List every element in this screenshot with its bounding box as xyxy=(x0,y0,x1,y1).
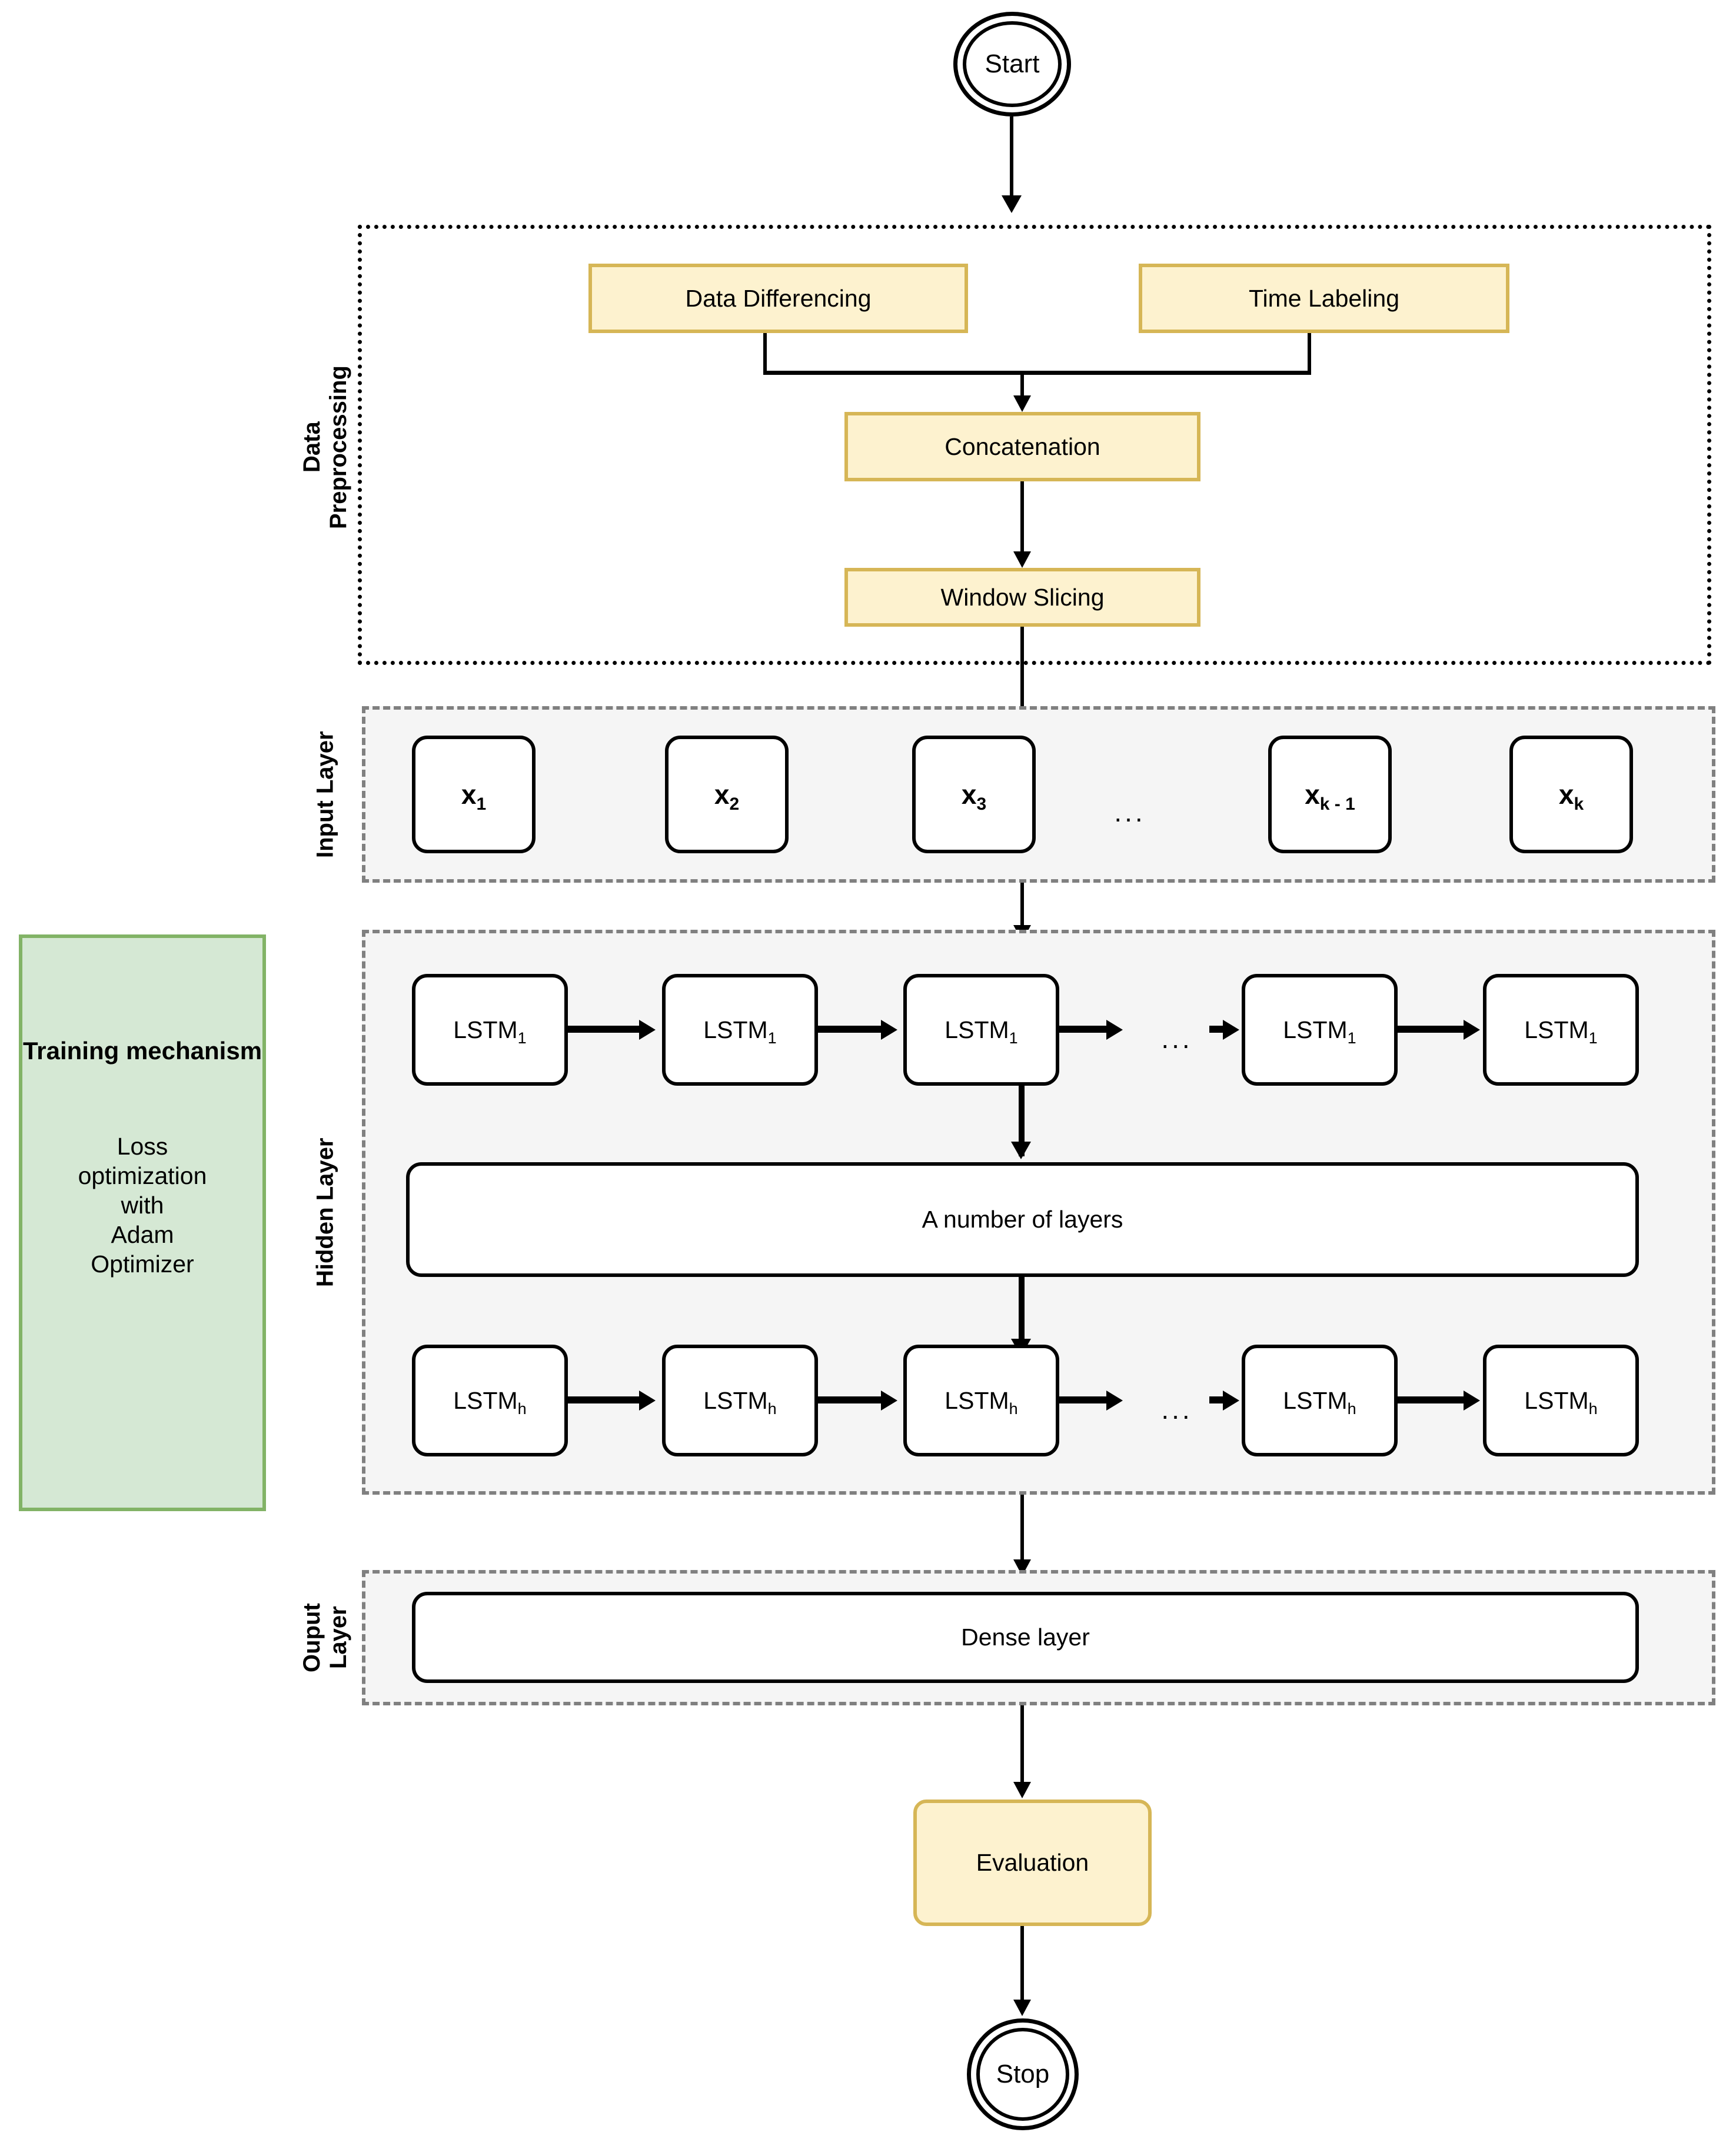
connector-ellipsis-to-lstm1-4 xyxy=(1209,1026,1226,1033)
lstm1-node-4-label: LSTM1 xyxy=(1283,1016,1356,1047)
arrowhead-output-to-evaluation xyxy=(1013,1782,1031,1798)
start-terminator: Start xyxy=(953,12,1071,117)
input-node-xk-label: xk xyxy=(1558,779,1584,814)
connector-input-to-hidden xyxy=(1020,883,1024,942)
stop-terminator: Stop xyxy=(967,2018,1079,2130)
section-label-hidden-layer: Hidden Layer xyxy=(312,1137,338,1287)
lstmh-node-5[interactable]: LSTMh xyxy=(1483,1345,1639,1456)
connector-lstmh-3-to-ellipsis xyxy=(1059,1396,1109,1403)
connector-lstm1-1-to-2 xyxy=(568,1026,641,1033)
connector-ellipsis-to-lstmh-4 xyxy=(1209,1396,1226,1403)
lstm1-node-2-label: LSTM1 xyxy=(703,1016,777,1047)
connector-start-to-preprocessing xyxy=(1010,117,1013,199)
lstmh-node-2[interactable]: LSTMh xyxy=(662,1345,818,1456)
lstmh-node-3[interactable]: LSTMh xyxy=(903,1345,1059,1456)
lstmh-node-1[interactable]: LSTMh xyxy=(412,1345,568,1456)
training-mechanism-body: Loss optimization with Adam Optimizer xyxy=(78,1133,207,1278)
arrowhead-evaluation-to-stop xyxy=(1013,2000,1031,2016)
section-label-output-layer: Ouput Layer xyxy=(299,1603,351,1672)
arrowhead-merge-to-concatenation xyxy=(1013,395,1031,412)
input-node-x1-label: x1 xyxy=(461,779,487,814)
lstmh-node-2-label: LSTMh xyxy=(703,1386,777,1418)
input-node-x2[interactable]: x2 xyxy=(665,736,789,853)
lstm1-node-4[interactable]: LSTM1 xyxy=(1242,974,1398,1086)
hidden-last-row-ellipsis: ... xyxy=(1161,1394,1193,1425)
connector-concatenation-to-window-slicing xyxy=(1020,481,1024,555)
connector-lstm1-2-to-3 xyxy=(818,1026,884,1033)
process-window-slicing[interactable]: Window Slicing xyxy=(844,568,1200,627)
connector-labeling-down xyxy=(1308,333,1311,374)
connector-layers-to-lstmh-row xyxy=(1019,1277,1025,1353)
connector-lstmh-4-to-5 xyxy=(1398,1396,1466,1403)
section-preprocessing xyxy=(358,225,1711,665)
lstm1-node-1-label: LSTM1 xyxy=(453,1016,527,1047)
arrow-lstm1-1-to-2 xyxy=(639,1020,656,1040)
input-node-x3[interactable]: x3 xyxy=(912,736,1036,853)
input-node-x1[interactable]: x1 xyxy=(412,736,536,853)
lstm1-node-2[interactable]: LSTM1 xyxy=(662,974,818,1086)
connector-lstm1-3-to-ellipsis xyxy=(1059,1026,1109,1033)
input-node-xk-minus-1[interactable]: xk - 1 xyxy=(1268,736,1392,853)
lstm1-node-5-label: LSTM1 xyxy=(1524,1016,1598,1047)
input-node-x3-label: x3 xyxy=(961,779,987,814)
arrow-lstmh-1-to-2 xyxy=(639,1391,656,1411)
process-time-labeling[interactable]: Time Labeling xyxy=(1139,264,1509,333)
input-node-xk-minus-1-label: xk - 1 xyxy=(1305,779,1355,814)
arrowhead-concatenation-to-window-slicing xyxy=(1013,551,1031,568)
connector-output-to-evaluation xyxy=(1020,1705,1024,1785)
input-node-x2-label: x2 xyxy=(714,779,740,814)
connector-evaluation-to-stop xyxy=(1020,1926,1024,2011)
start-inner-ring: Start xyxy=(963,21,1062,107)
arrowhead-start-to-preprocessing xyxy=(1002,195,1022,213)
input-node-xk[interactable]: xk xyxy=(1509,736,1633,853)
arrowhead-lstm1-row-to-layers xyxy=(1011,1142,1031,1159)
section-label-preprocessing: Data Preprocessing xyxy=(299,365,351,529)
lstm1-node-1[interactable]: LSTM1 xyxy=(412,974,568,1086)
lstmh-node-4-label: LSTMh xyxy=(1283,1386,1356,1418)
output-dense-layer[interactable]: Dense layer xyxy=(412,1592,1639,1683)
connector-lstm1-row-to-layers xyxy=(1019,1086,1025,1156)
process-evaluation[interactable]: Evaluation xyxy=(913,1800,1152,1926)
connector-lstmh-1-to-2 xyxy=(568,1396,641,1403)
lstm1-node-3-label: LSTM1 xyxy=(945,1016,1018,1047)
connector-lstm1-4-to-5 xyxy=(1398,1026,1466,1033)
stop-label: Stop xyxy=(996,2060,1050,2088)
input-layer-ellipsis: ... xyxy=(1114,797,1146,827)
training-mechanism-box: Training mechanism Loss optimization wit… xyxy=(19,934,266,1511)
section-label-input-layer: Input Layer xyxy=(312,731,338,858)
connector-lstmh-2-to-3 xyxy=(818,1396,884,1403)
process-data-differencing[interactable]: Data Differencing xyxy=(588,264,968,333)
lstmh-node-1-label: LSTMh xyxy=(453,1386,527,1418)
lstmh-node-5-label: LSTMh xyxy=(1524,1386,1598,1418)
connector-merge-horizontal xyxy=(763,371,1311,375)
section-input-layer xyxy=(362,706,1715,883)
lstmh-node-3-label: LSTMh xyxy=(945,1386,1018,1418)
training-mechanism-title: Training mechanism xyxy=(22,1037,262,1065)
connector-differencing-down xyxy=(763,333,767,374)
connector-hidden-to-output xyxy=(1020,1495,1024,1565)
middle-box-a-number-of-layers[interactable]: A number of layers xyxy=(406,1162,1639,1277)
start-label: Start xyxy=(985,49,1040,78)
connector-window-slicing-to-input xyxy=(1020,627,1024,733)
lstm1-node-3[interactable]: LSTM1 xyxy=(903,974,1059,1086)
lstmh-node-4[interactable]: LSTMh xyxy=(1242,1345,1398,1456)
lstm1-node-5[interactable]: LSTM1 xyxy=(1483,974,1639,1086)
hidden-first-row-ellipsis: ... xyxy=(1161,1023,1193,1054)
process-concatenation[interactable]: Concatenation xyxy=(844,412,1200,481)
stop-inner-ring: Stop xyxy=(976,2028,1069,2121)
connector-merge-to-concatenation xyxy=(1020,371,1024,399)
